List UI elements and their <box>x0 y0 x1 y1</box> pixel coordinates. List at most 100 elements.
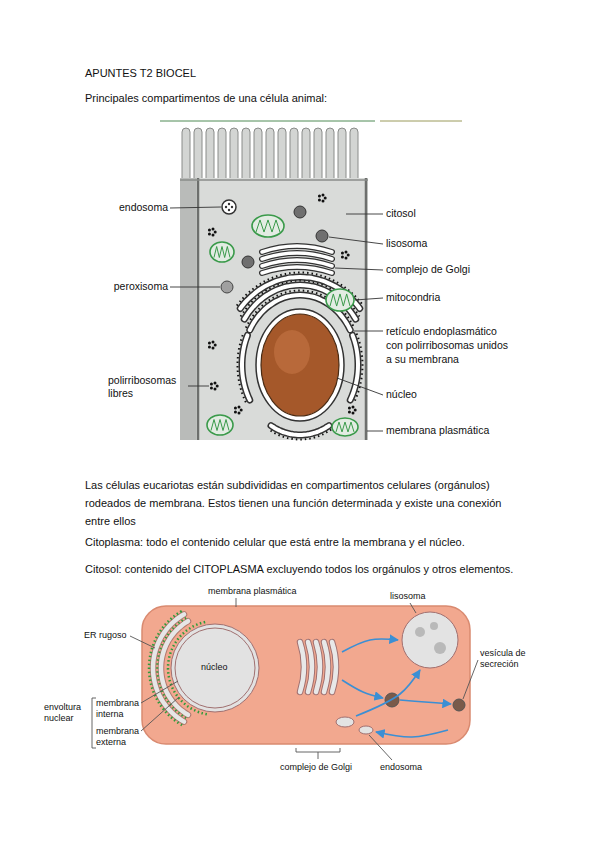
microvillus <box>266 128 274 184</box>
free-polyribosome <box>318 195 321 198</box>
leader-line <box>141 681 178 703</box>
free-polyribosome <box>348 407 351 410</box>
bound-ribosomes <box>237 334 245 403</box>
part-label: núcleo <box>201 662 241 673</box>
transport-arrow <box>400 700 451 704</box>
part-label: membrana plasmática <box>208 586 318 597</box>
leader-line <box>354 331 383 332</box>
free-polyribosome <box>341 252 344 255</box>
leader-line <box>410 603 416 613</box>
golgi-cisterna <box>300 642 304 692</box>
endosome-vesicle <box>225 206 227 208</box>
part-label: envoltura nuclear <box>44 702 91 724</box>
leader-line <box>329 237 383 244</box>
free-polyribosome <box>213 381 216 384</box>
endosome <box>222 200 236 214</box>
free-polyribosome <box>208 345 211 348</box>
part-label: lisosoma <box>386 237 506 250</box>
transport-arrow <box>342 680 383 698</box>
er-cisterna <box>242 335 250 400</box>
free-polyribosome <box>321 200 324 203</box>
free-polyribosome <box>351 412 354 415</box>
mitochondrion <box>332 418 358 436</box>
free-polyribosome <box>344 257 347 260</box>
transport-arrow <box>376 730 448 737</box>
golgi-lumen <box>262 267 332 273</box>
lysosome-content <box>430 622 438 630</box>
free-polyribosome <box>208 232 211 235</box>
free-polyribosome <box>214 231 217 234</box>
lysosome-content <box>415 627 425 637</box>
microvillus <box>290 128 298 184</box>
transport-arrow <box>356 670 420 716</box>
apical-membrane <box>180 179 368 181</box>
microvillus <box>314 128 322 184</box>
leader-line <box>236 598 237 607</box>
golgi-outline <box>324 642 328 692</box>
free-polyribosome <box>234 410 237 413</box>
microvillus <box>254 128 262 184</box>
cristae <box>211 420 229 431</box>
microvillus <box>242 128 250 184</box>
mitochondrion <box>326 289 354 311</box>
leader-line <box>170 287 220 288</box>
nucleus <box>261 314 339 416</box>
microvillus <box>194 128 202 184</box>
free-polyribosome <box>344 250 347 253</box>
cristae <box>256 220 280 232</box>
part-label: mitocondria <box>386 291 506 304</box>
leader-line <box>355 298 383 300</box>
secretory-vesicle <box>453 699 465 711</box>
free-polyribosome <box>348 410 351 413</box>
part-label: complejo de Golgi <box>386 263 516 276</box>
nuclear-envelope <box>256 309 344 421</box>
endosome-vesicle <box>228 209 230 211</box>
leader-line <box>369 735 392 760</box>
part-label: retículo endoplasmático con polirribosom… <box>386 324 516 366</box>
lysosome <box>402 612 458 668</box>
neighbor-cell <box>180 178 196 440</box>
part-label: ER rugoso <box>84 630 134 641</box>
part-label: endosoma <box>98 201 168 214</box>
lysosome <box>294 206 306 218</box>
part-label: citosol <box>386 207 506 220</box>
er-lumen <box>350 335 358 400</box>
mitochondrion <box>207 415 233 435</box>
free-polyribosome <box>240 409 243 412</box>
endosome-vesicle <box>231 206 233 208</box>
free-polyribosome <box>354 409 357 412</box>
golgi-cisterna <box>324 642 328 692</box>
golgi-cisterna <box>262 267 332 273</box>
free-polyribosome <box>210 386 213 389</box>
microvillus <box>350 128 358 184</box>
leader-line <box>188 386 209 387</box>
microvillus <box>302 128 310 184</box>
er-cisterna <box>271 426 329 435</box>
microvillus <box>182 128 190 184</box>
part-label: membrana interna <box>96 698 141 720</box>
part-label: vesícula de secreción <box>480 648 540 670</box>
microvillus <box>326 128 334 184</box>
free-polyribosome <box>237 412 240 415</box>
body-text: Principales compartimentos de una célula… <box>85 91 565 105</box>
er-cisterna <box>350 335 358 400</box>
microvillus <box>338 128 346 184</box>
leader-line <box>335 268 383 270</box>
free-polyribosome <box>211 227 214 230</box>
free-polyribosome <box>234 407 237 410</box>
golgi-cisterna <box>308 642 312 692</box>
transport-arrow <box>342 639 398 652</box>
leader-line <box>367 431 383 432</box>
golgi-outline <box>300 642 304 692</box>
bound-ribosomes <box>269 430 332 440</box>
free-polyribosome <box>208 229 211 232</box>
body-text: Citoplasma: todo el contenido celular qu… <box>85 535 575 549</box>
free-polyribosome <box>237 405 240 408</box>
part-label: complejo de Golgi <box>280 762 380 773</box>
microvillus <box>278 128 286 184</box>
inner-nuclear-membrane <box>175 628 255 708</box>
free-polyribosome <box>213 388 216 391</box>
part-label: peroxisoma <box>98 280 168 293</box>
